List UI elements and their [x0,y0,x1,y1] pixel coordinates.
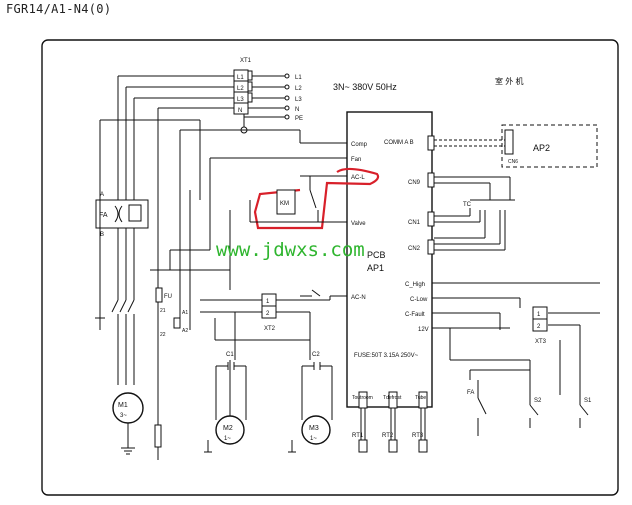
pcb-cn9: CN9 [408,180,421,186]
fu-label: FU [164,294,172,300]
document-title: FGR14/A1-N4(0) [6,2,112,16]
capacitor-c2-symbol [301,362,333,420]
km-contacts [300,175,335,222]
main-bus-lines [99,75,335,460]
motor-m3-id: M3 [309,425,319,432]
motor-m1-id: M1 [118,402,128,409]
km-main-contacts [95,299,135,385]
pcb-ap1-label: AP1 [367,263,384,273]
outdoor-label: 室 外 机 [495,76,523,86]
xt2-pin-1: 1 [266,299,270,305]
km-label: KM [280,201,289,207]
ap2-label: AP2 [533,143,550,153]
power-out-n: N [295,107,299,113]
pin-a1: A1 [182,310,188,316]
highlight-outline [253,167,380,230]
xt1-in-l3: L3 [237,97,244,103]
sensor-wires [358,408,428,453]
switch-fa: FA [467,390,474,396]
ap2-connector [504,129,514,155]
watermark-text: www.jdwxs.com [216,239,365,261]
capacitor-c2: C2 [312,352,320,358]
diagram-frame [41,39,619,496]
pcb-12v: 12V [418,327,429,333]
xt3-pin-1: 1 [537,312,541,318]
xt2-pin-2: 2 [266,311,270,317]
pcb-comm-pin: COMM A B [384,140,414,146]
motor-grounds [204,440,296,453]
switch-s1: S1 [584,398,592,404]
pcb-c-low: C-Low [410,297,428,303]
capacitor-c1-symbol [215,360,247,420]
fu-fuse [155,287,163,303]
power-output-lines [240,73,290,134]
switch-s1-symbol [579,395,589,428]
xt1-in-l2: L2 [237,86,244,92]
xt3-pin-2: 2 [537,324,541,330]
pin-a2: A2 [182,328,188,334]
control-wires [432,282,600,395]
xt1-label: XT1 [240,58,252,64]
motor-m3-type: 1~ [310,436,317,442]
tc-wiring [434,176,515,251]
power-out-l1: L1 [295,75,302,81]
sensor-pin-tdefrost: Tdefrost [383,395,402,401]
pcb-fuse: FUSE:50T 3.15A 250V~ [354,353,419,359]
power-out-l3: L3 [295,97,302,103]
pcb-cn2: CN2 [408,246,421,252]
fa-pin-a: A [100,192,104,198]
capacitor-c1: C1 [226,352,234,358]
pin-21: 21 [160,308,166,314]
pcb-c-high: C_High [405,282,425,288]
heater-block [154,424,162,448]
power-out-pe: PE [295,116,303,122]
pcb-pin-comp: Comp [351,142,368,148]
fa-label: FA [99,212,108,219]
pcb-right-connectors [427,135,435,255]
xt2-wiring [200,289,331,360]
motor-m2-id: M2 [223,425,233,432]
sensor-pin-toutroom: Toutroom [352,395,373,401]
switch-s2-symbol [529,395,539,428]
sensor-rt1: RT1 [352,433,364,439]
pin-22: 22 [160,332,166,338]
sensor-rt2: RT2 [382,433,394,439]
pcb-pin-valve: Valve [351,221,366,227]
xt1-terminal-boxes [247,70,253,103]
ap2-cn6: CN6 [508,159,518,165]
pcb-pin-acl: AC-L [351,175,365,181]
pcb-cn1: CN1 [408,220,421,226]
motor-m3 [301,415,331,445]
power-spec: 3N~ 380V 50Hz [333,82,397,92]
xt2-label: XT2 [264,326,276,332]
xt3-label: XT3 [535,339,547,345]
pcb-pin-fan: Fan [351,157,361,163]
pcb-left-stubs [330,142,347,297]
pcb-pin-acn: AC-N [351,295,366,301]
switch-s2: S2 [534,398,542,404]
fa-pin-b: B [100,232,104,238]
motor-m1-type: 3~ [120,413,127,419]
ap2-box [501,124,598,168]
sensor-connectors [358,391,428,409]
km-coil [276,189,296,215]
xt1-rows: L1 L2 L3 N [234,75,248,114]
pcb-label: PCB [367,250,386,260]
fa-coils [114,204,142,223]
sensor-rt3: RT3 [412,433,424,439]
tc-label: TC [463,202,472,208]
power-out-l2: L2 [295,86,302,92]
comm-wires [434,139,505,147]
xt1-in-n: N [238,108,242,114]
motor-m1-ground [121,423,135,455]
motor-m2-type: 1~ [224,436,231,442]
contactor-coil [173,317,181,329]
sensor-pin-tube: Tube [415,395,426,401]
switch-fa-symbol [477,380,487,436]
pcb-c-fault: C-Fault [405,312,425,318]
xt1-in-l1: L1 [237,75,244,81]
